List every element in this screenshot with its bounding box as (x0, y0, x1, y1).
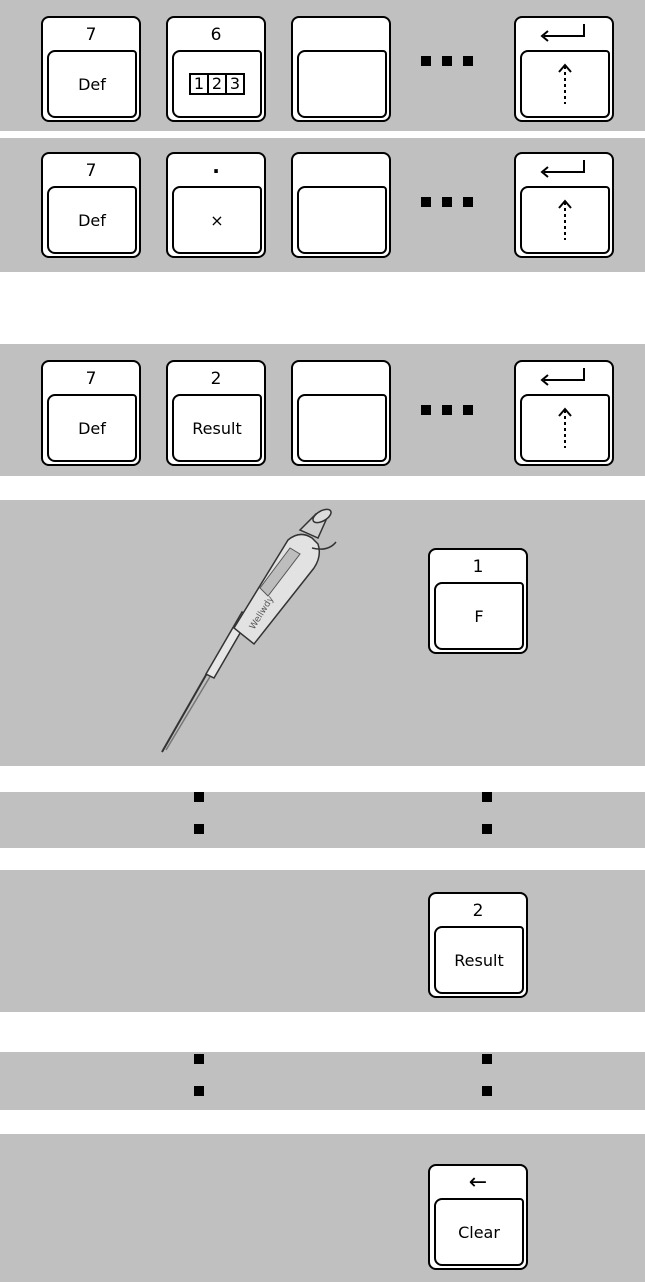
key-2-result[interactable]: 2 Result (428, 892, 528, 998)
key-1-f[interactable]: 1 F (428, 548, 528, 654)
up-arrow-icon (520, 186, 610, 254)
continuation-dots-2 (0, 1052, 645, 1110)
key-blank[interactable] (291, 152, 391, 258)
digit-box-1: 1 (189, 73, 209, 95)
key-enter-up[interactable] (514, 16, 614, 122)
digit-box-2: 2 (207, 73, 227, 95)
key-dot-multiply[interactable]: · × (166, 152, 266, 258)
digit-boxes: 1 2 3 (189, 73, 245, 95)
key-top-label: 7 (43, 20, 139, 50)
key-bottom-label: Def (47, 50, 137, 118)
key-6-123[interactable]: 6 1 2 3 (166, 16, 266, 122)
continuation-dots-1 (0, 792, 645, 848)
key-bottom-label: × (172, 186, 262, 254)
key-row-3: 7 Def 2 Result (0, 344, 645, 476)
key-bottom-label: F (434, 582, 524, 650)
digit-box-3: 3 (225, 73, 245, 95)
key-bottom-label: Result (434, 926, 524, 994)
key-top-label: 2 (430, 896, 526, 926)
pipette-illustration: Wellwdy (150, 508, 370, 758)
key-enter-up[interactable] (514, 360, 614, 466)
key-top-label: 1 (430, 552, 526, 582)
key-top-label: 7 (43, 364, 139, 394)
back-arrow-icon: ← (430, 1168, 526, 1198)
key-enter-up[interactable] (514, 152, 614, 258)
enter-arrow-icon (516, 156, 612, 186)
key-bottom-label (297, 394, 387, 462)
key-bottom-label: Def (47, 394, 137, 462)
key-bottom-label (297, 50, 387, 118)
result-panel: 2 Result (0, 870, 645, 1012)
key-top-label: · (168, 156, 264, 186)
key-top-label: 6 (168, 20, 264, 50)
key-bottom-label: Result (172, 394, 262, 462)
up-arrow-icon (520, 394, 610, 462)
key-top-label: 7 (43, 156, 139, 186)
key-row-2: 7 Def · × (0, 138, 645, 272)
key-clear[interactable]: ← Clear (428, 1164, 528, 1270)
key-top-label: 2 (168, 364, 264, 394)
key-7-def[interactable]: 7 Def (41, 360, 141, 466)
key-2-result[interactable]: 2 Result (166, 360, 266, 466)
key-top-label (293, 364, 389, 394)
key-bottom-label: Clear (434, 1198, 524, 1266)
enter-arrow-icon (516, 20, 612, 50)
pipette-panel: Wellwdy 1 F (0, 500, 645, 766)
key-bottom-label (297, 186, 387, 254)
key-blank[interactable] (291, 360, 391, 466)
key-blank[interactable] (291, 16, 391, 122)
key-top-label (293, 156, 389, 186)
key-bottom-digits: 1 2 3 (172, 50, 262, 118)
clear-panel: ← Clear (0, 1134, 645, 1282)
key-row-1: 7 Def 6 1 2 3 (0, 0, 645, 131)
up-arrow-icon (520, 50, 610, 118)
enter-arrow-icon (516, 364, 612, 394)
key-7-def[interactable]: 7 Def (41, 16, 141, 122)
key-bottom-label: Def (47, 186, 137, 254)
key-7-def[interactable]: 7 Def (41, 152, 141, 258)
key-top-label (293, 20, 389, 50)
